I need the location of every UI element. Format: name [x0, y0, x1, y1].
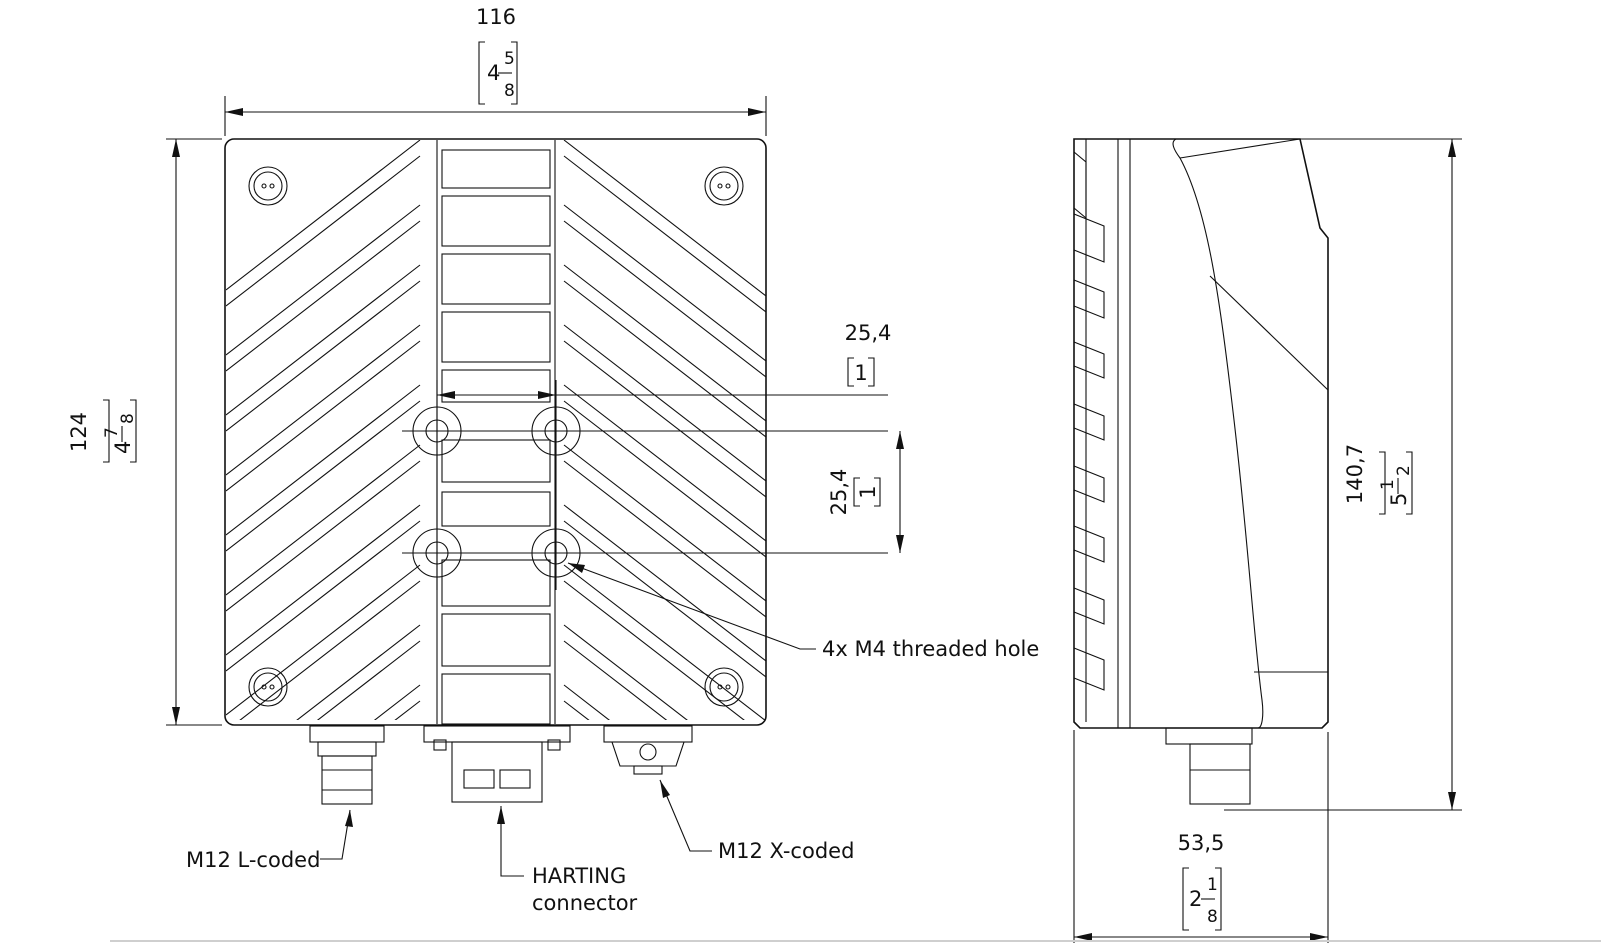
dim-width-mm: 116 — [476, 5, 516, 29]
dim-width: 116 4 5 8 — [224, 5, 767, 136]
dim-depth-in-num: 1 — [1207, 875, 1218, 895]
label-m12-x: M12 X-coded — [718, 839, 854, 863]
callout-m12-l: M12 L-coded — [186, 809, 353, 872]
front-view: 116 4 5 8 124 4 7 8 — [67, 5, 1039, 915]
callout-harting: HARTING connector — [497, 806, 638, 915]
dim-hole-h-mm: 25,4 — [845, 321, 892, 345]
center-column — [436, 140, 556, 725]
connector-harting — [423, 725, 571, 803]
dim-width-in-whole: 4 — [487, 61, 500, 85]
dim-side-height: 140,7 5 1 2 — [1074, 138, 1462, 811]
side-view: 53,5 2 1 8 140,7 5 1 2 — [1073, 138, 1462, 943]
dim-hole-v-mm: 25,4 — [827, 469, 851, 516]
dim-side-height-mm: 140,7 — [1343, 444, 1367, 504]
corner-mounts — [248, 166, 744, 707]
label-m12-l: M12 L-coded — [186, 848, 320, 872]
side-connector — [1165, 727, 1253, 805]
dim-depth: 53,5 2 1 8 — [1073, 730, 1329, 943]
label-harting-line1: HARTING — [532, 864, 626, 888]
dim-depth-mm: 53,5 — [1178, 831, 1225, 855]
side-housing-outline — [1073, 138, 1329, 729]
dim-hole-spacing-v: 25,4 1 — [827, 431, 904, 553]
right-rib-pattern — [563, 140, 766, 720]
connector-m12-x — [603, 725, 693, 775]
side-fins — [1073, 139, 1131, 728]
dim-side-height-in-den: 2 — [1394, 465, 1414, 476]
threaded-holes — [402, 380, 888, 590]
dim-height-in-den: 8 — [118, 413, 138, 424]
dim-depth-in-whole: 2 — [1189, 887, 1202, 911]
dim-width-in-num: 5 — [504, 49, 515, 69]
connector-m12-l — [309, 725, 385, 805]
dim-height-in-whole: 4 — [111, 441, 135, 454]
dim-height-in-num: 7 — [102, 427, 122, 438]
dim-height-mm: 124 — [67, 412, 91, 452]
dim-side-height-in-whole: 5 — [1387, 493, 1411, 506]
front-housing-outline — [224, 138, 767, 726]
dim-hole-spacing-h: 25,4 1 — [437, 321, 891, 399]
dim-hole-v-in: 1 — [856, 485, 880, 498]
side-front-face — [1172, 138, 1329, 729]
dim-side-height-in-num: 1 — [1378, 479, 1398, 490]
callout-m12-x: M12 X-coded — [659, 779, 854, 863]
dim-height: 124 4 7 8 — [67, 138, 222, 726]
dim-hole-h-in: 1 — [854, 361, 867, 385]
callout-threaded-hole: 4x M4 threaded hole — [567, 562, 1039, 661]
dim-depth-in-den: 8 — [1207, 907, 1218, 927]
label-threaded-hole: 4x M4 threaded hole — [822, 637, 1039, 661]
dim-width-in-den: 8 — [504, 81, 515, 101]
label-harting-line2: connector — [532, 891, 638, 915]
left-rib-pattern — [226, 140, 421, 720]
